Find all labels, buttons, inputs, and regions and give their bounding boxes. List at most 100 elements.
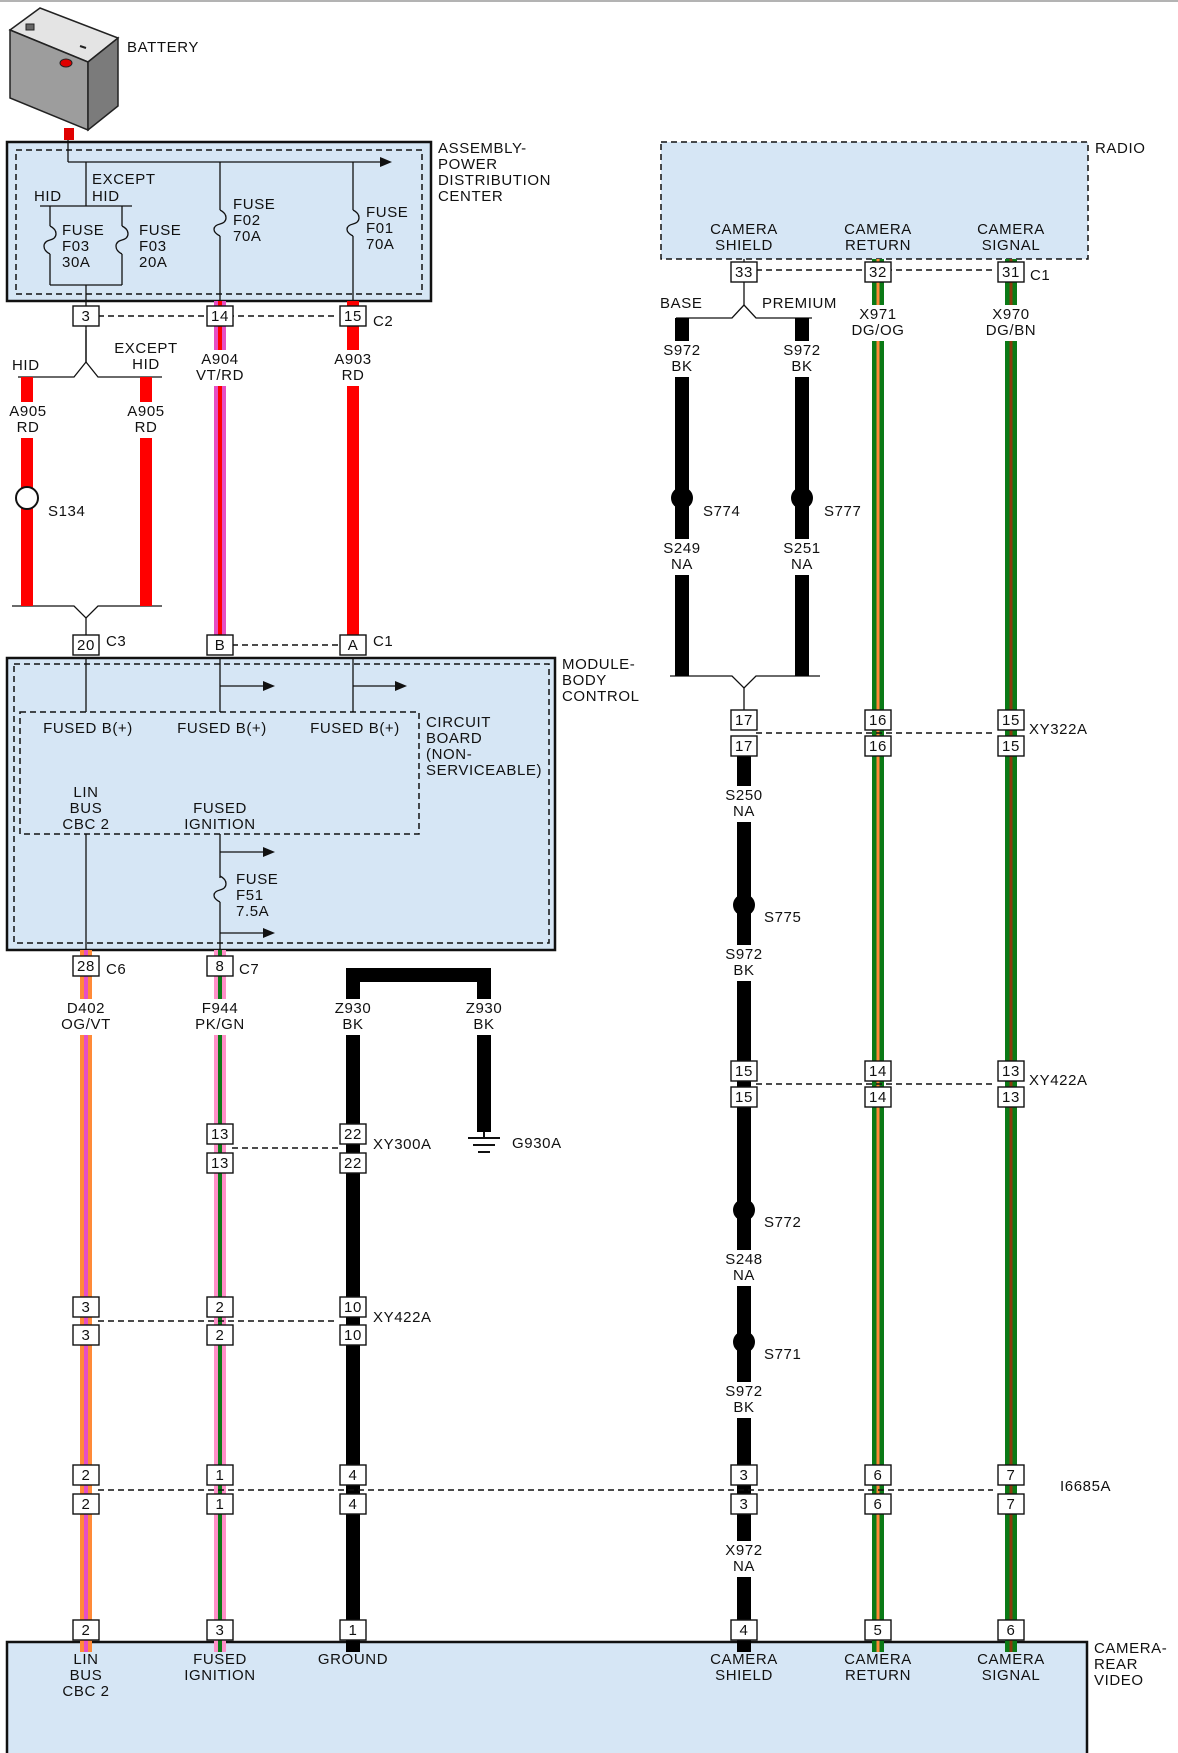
pin-label: 13 [211,1155,229,1172]
pin-xy422r_13u: 13 [997,1060,1025,1082]
pin-label: 15 [1002,738,1020,755]
pin-label: 8 [216,958,225,975]
pin-label: 28 [77,958,95,975]
pin-label: 15 [735,1063,753,1080]
pin-cam_1: 1 [339,1619,367,1641]
cam-ground-label: GROUND [318,1651,388,1668]
pin-xy422r_15u: 15 [730,1060,758,1082]
pin-i66_4d: 4 [339,1493,367,1515]
conn-i6685a: I6685A [1060,1478,1111,1495]
pin-label: 33 [735,264,753,281]
branch-premium: PREMIUM [762,295,837,312]
conn-xy422a-left: XY422A [373,1309,432,1326]
pin-xy322_17d: 17 [730,735,758,757]
splices [15,486,813,1353]
pin-label: 3 [216,1622,225,1639]
splice-s772: S772 [764,1214,801,1231]
pin-label: 2 [216,1327,225,1344]
pin-label: 4 [349,1467,358,1484]
conn-bcm-c1: C1 [373,633,393,650]
conn-xy422a-right: XY422A [1029,1072,1088,1089]
splice-s134-icon [15,486,39,510]
pin-label: 2 [216,1299,225,1316]
splice-s777: S777 [824,503,861,520]
pin-label: 13 [1002,1063,1020,1080]
pin-label: 4 [349,1496,358,1513]
pin-label: A [348,637,359,654]
splice-s775-icon [733,894,755,916]
battery-icon [8,7,120,140]
pin-label: 14 [869,1089,887,1106]
pin-label: 1 [349,1622,358,1639]
camera-module [5,1640,1089,1753]
branch-hid: HID [12,357,40,374]
pin-xy300_13u: 13 [206,1123,234,1145]
pin-bcm_28: 28 [72,955,100,977]
pin-i66_3d: 3 [730,1493,758,1515]
pin-i66_1u: 1 [206,1464,234,1486]
pin-xy322_15u: 15 [997,709,1025,731]
pin-cam_6: 6 [997,1619,1025,1641]
pin-xy422l_2u: 2 [206,1296,234,1318]
pin-xy422r_13d: 13 [997,1086,1025,1108]
splice-s772-icon [733,1199,755,1221]
pin-xy422r_15d: 15 [730,1086,758,1108]
pin-i66_7u: 7 [997,1464,1025,1486]
pin-pdc_3: 3 [72,305,100,327]
pin-i66_4u: 4 [339,1464,367,1486]
pin-label: 22 [344,1126,362,1143]
pin-label: 16 [869,738,887,755]
conn-xy322a: XY322A [1029,721,1088,738]
pin-xy322_16d: 16 [864,735,892,757]
pin-i66_1d: 1 [206,1493,234,1515]
pin-bcm_20: 20 [72,634,100,656]
pin-xy300_13d: 13 [206,1152,234,1174]
pin-xy300_22u: 22 [339,1123,367,1145]
bcm-fused-b3-label: FUSED B(+) [310,720,400,737]
pin-label: 6 [874,1496,883,1513]
conn-bcm-c6: C6 [106,961,126,978]
pin-label: 2 [82,1622,91,1639]
pin-label: 15 [344,308,362,325]
splice-s771-icon [733,1331,755,1353]
pin-bcm_b: B [206,634,234,656]
conn-bcm-c7: C7 [239,961,259,978]
pin-label: 31 [1002,264,1020,281]
pin-label: 3 [740,1496,749,1513]
pin-label: 2 [82,1467,91,1484]
